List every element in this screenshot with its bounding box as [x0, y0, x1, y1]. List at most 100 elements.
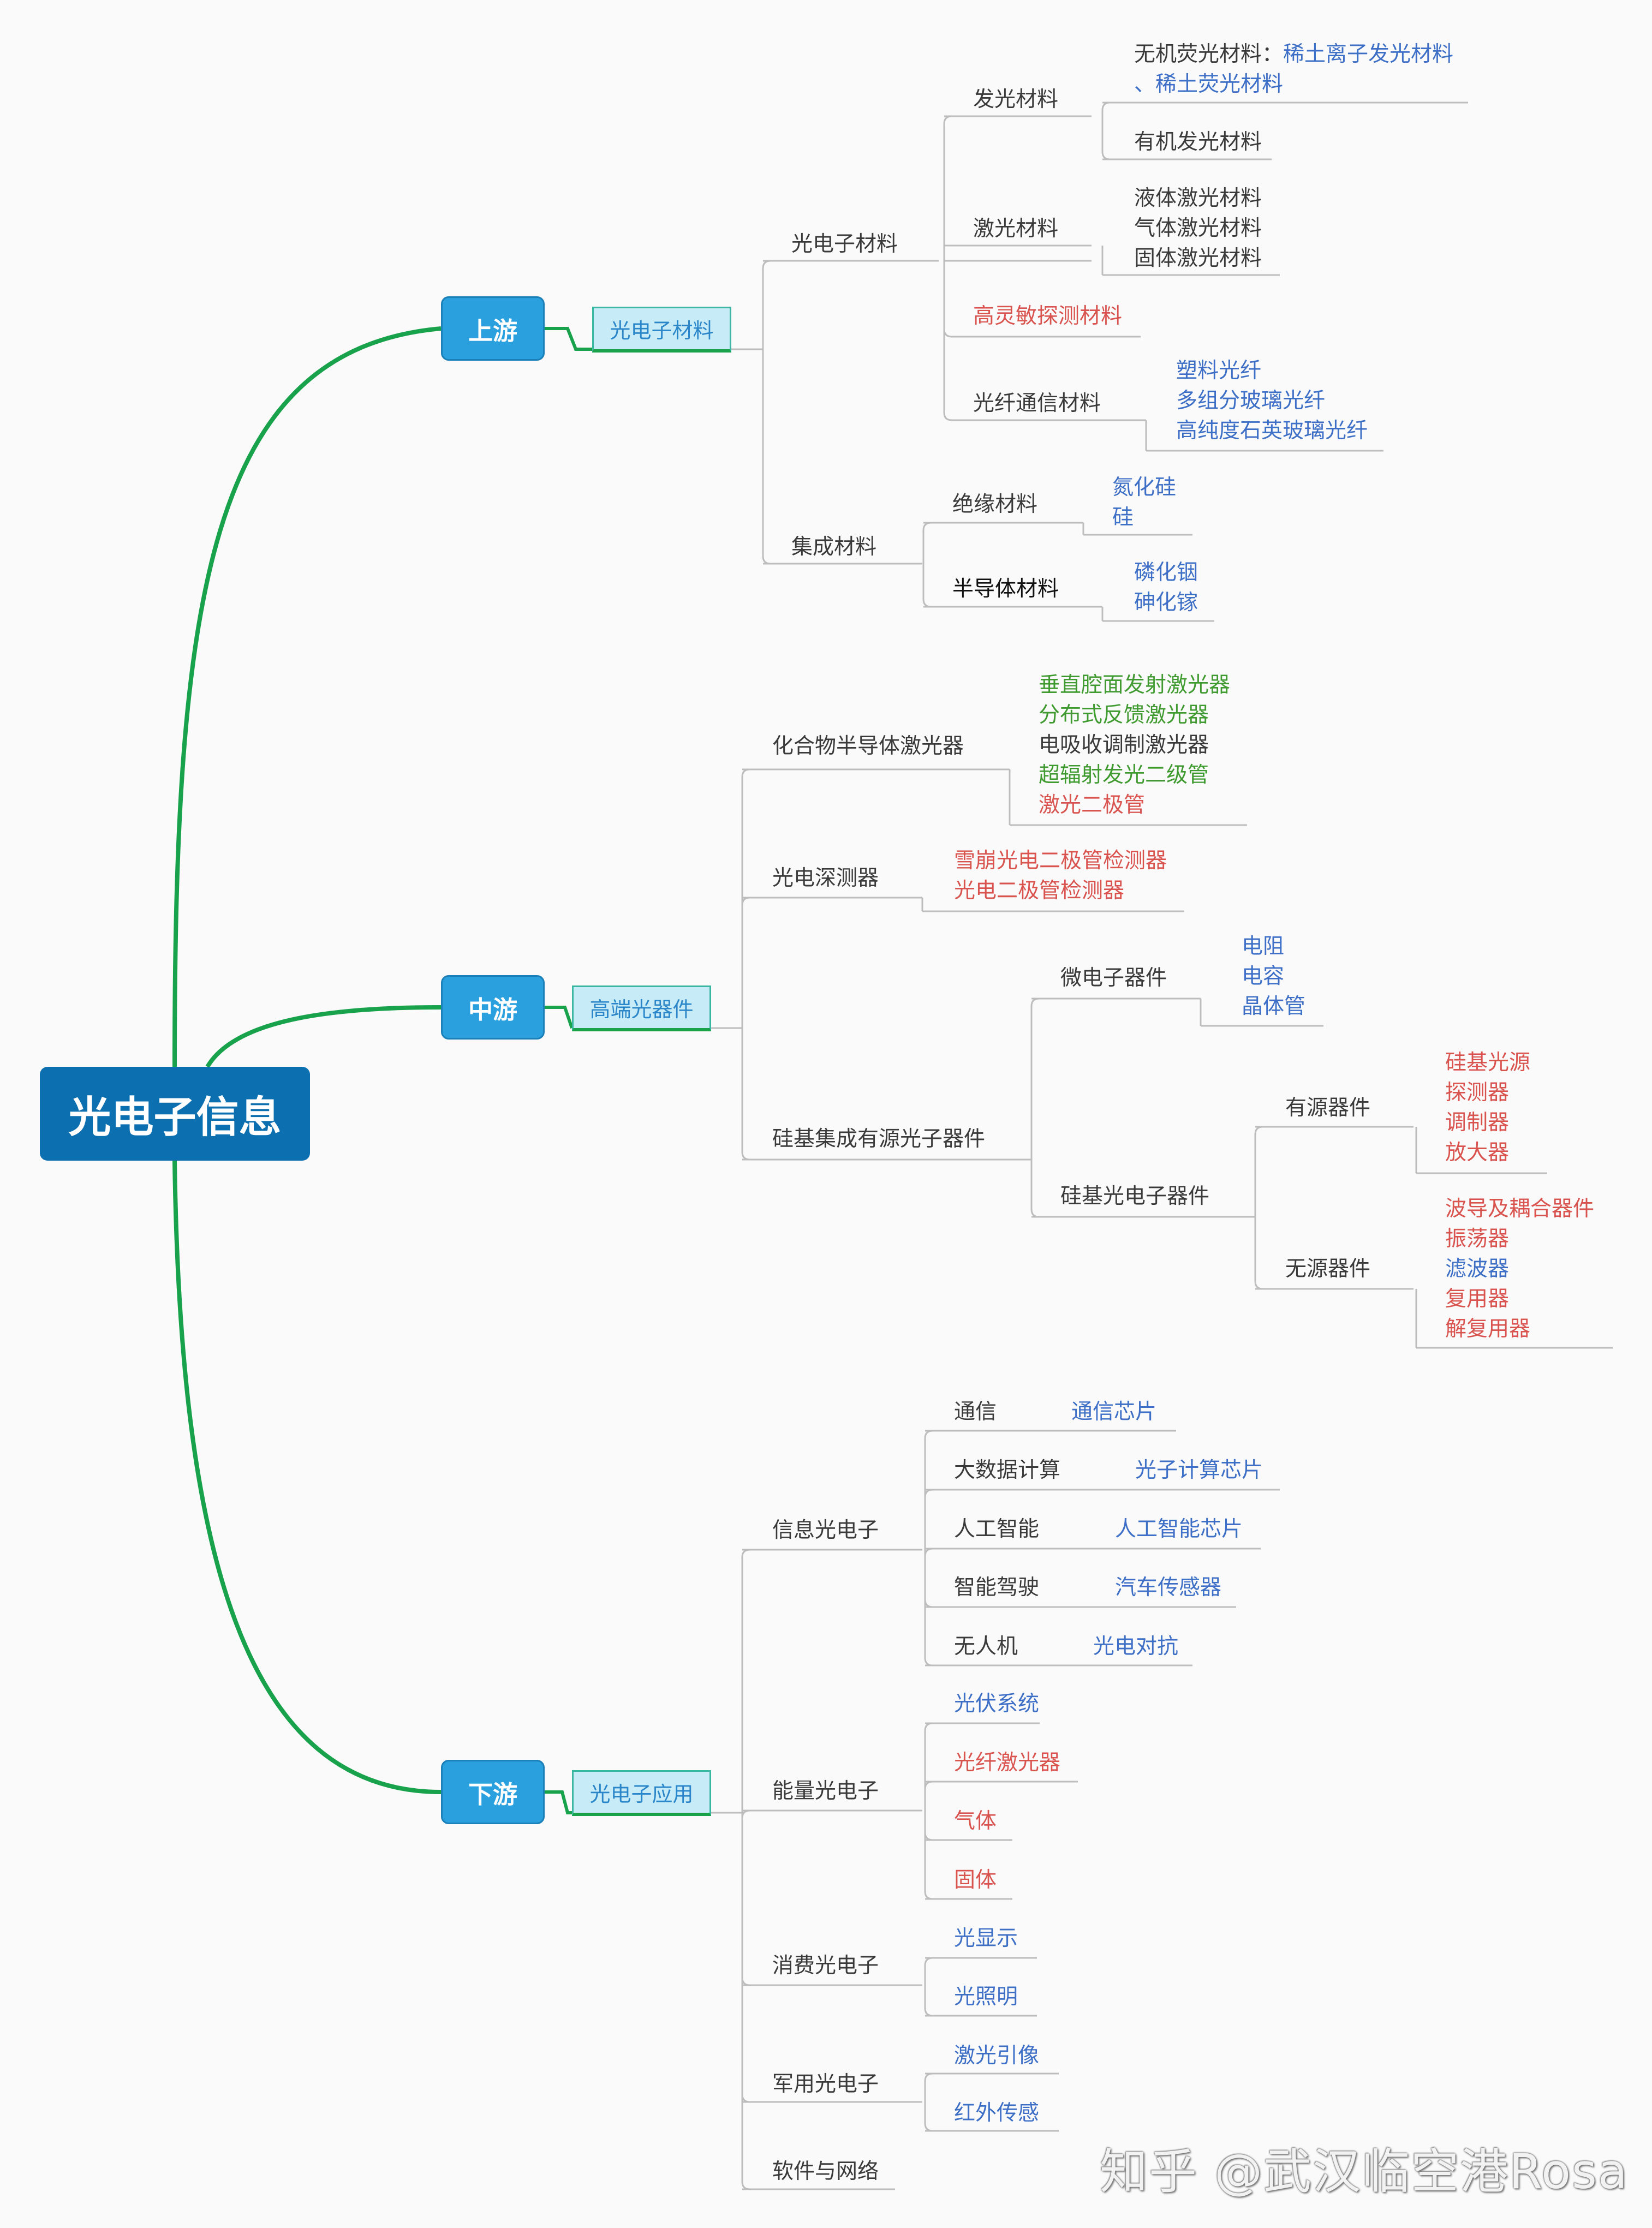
down-info-pair [924, 1548, 1061, 1557]
military-item[interactable]: 红外传感 [954, 2101, 1040, 2125]
inorganic-prefix: 无机荧光材料： [1134, 42, 1284, 67]
passive-device-item[interactable]: 滤波器 [1445, 1257, 1510, 1281]
node-semiconductor-materials[interactable]: 半导体材料 [952, 577, 1059, 601]
node-military-optoelectronics[interactable]: 军用光电子 [772, 2072, 879, 2096]
node-photodetector[interactable]: 光电深测器 [772, 866, 879, 891]
watermark: 知乎 @武汉临空港Rosa [1100, 2143, 1629, 2200]
semiconductor-item[interactable]: 磷化铟 [1134, 560, 1198, 585]
info-field[interactable]: 无人机 [954, 1634, 1018, 1659]
root-node[interactable]: 光电子信息 [40, 1067, 310, 1161]
passive-device-item[interactable]: 解复用器 [1445, 1317, 1531, 1341]
photodetector-item[interactable]: 光电二极管检测器 [954, 879, 1125, 903]
laser-material-item[interactable]: 固体激光材料 [1134, 246, 1262, 271]
branch-root-midstream [205, 1005, 442, 1068]
active-device-item[interactable]: 调制器 [1445, 1110, 1510, 1135]
link-midstream-category [545, 1006, 574, 1029]
semiconductor-item[interactable]: 砷化镓 [1134, 590, 1198, 615]
stage-midstream[interactable]: 中游 [441, 975, 545, 1040]
mid-photodet [741, 897, 922, 1028]
compound-laser-item[interactable]: 分布式反馈激光器 [1039, 703, 1209, 727]
compound-laser-item[interactable]: 超辐射发光二级管 [1039, 763, 1209, 787]
node-silicon-optoelectronic-devices[interactable]: 硅基光电子器件 [1060, 1184, 1210, 1209]
compound-laser-item[interactable]: 激光二极管 [1039, 793, 1146, 817]
micro-device-item[interactable]: 晶体管 [1242, 994, 1306, 1019]
node-organic-luminescent[interactable]: 有机发光材料 [1134, 130, 1262, 154]
info-field[interactable]: 大数据计算 [954, 1458, 1061, 1483]
info-field[interactable]: 智能驾驶 [954, 1575, 1040, 1600]
active-device-item[interactable]: 硅基光源 [1445, 1050, 1531, 1075]
info-product[interactable]: 汽车传感器 [1115, 1575, 1222, 1600]
info-field[interactable]: 人工智能 [954, 1517, 1040, 1542]
node-fiber-communication-materials[interactable]: 光纤通信材料 [973, 391, 1101, 416]
insulating-item[interactable]: 硅 [1112, 505, 1134, 530]
fiber-item[interactable]: 多组分玻璃光纤 [1176, 389, 1326, 413]
stage-downstream[interactable]: 下游 [441, 1760, 545, 1824]
node-passive-devices[interactable]: 无源器件 [1285, 1257, 1371, 1281]
category-midstream[interactable]: 高端光器件 [572, 985, 711, 1031]
passive-device-item[interactable]: 复用器 [1445, 1287, 1510, 1311]
info-field[interactable]: 通信 [954, 1400, 997, 1424]
node-luminescent-materials[interactable]: 发光材料 [973, 87, 1059, 112]
compound-laser-item[interactable]: 电吸收调制激光器 [1039, 733, 1209, 757]
micro-device-item[interactable]: 电容 [1242, 964, 1285, 989]
node-laser-materials[interactable]: 激光材料 [973, 217, 1059, 241]
laser-material-item[interactable]: 气体激光材料 [1134, 216, 1262, 241]
node-microelectronic-devices[interactable]: 微电子器件 [1060, 966, 1167, 990]
link-upstream-category [545, 327, 592, 351]
passive-device-item[interactable]: 振荡器 [1445, 1227, 1510, 1251]
node-energy-optoelectronics[interactable]: 能量光电子 [772, 1779, 879, 1803]
node-active-devices[interactable]: 有源器件 [1285, 1096, 1371, 1120]
inorganic-items-line1: 稀土离子发光材料 [1283, 42, 1454, 67]
info-product[interactable]: 通信芯片 [1071, 1400, 1157, 1424]
branch-root-upstream [172, 326, 442, 1067]
node-inorganic-fluorescent[interactable]: 无机荧光材料：稀土离子发光材料 [1134, 39, 1453, 70]
up-inorg [1101, 101, 1468, 116]
down-consumer-item [924, 1957, 971, 1985]
energy-item[interactable]: 固体 [954, 1868, 997, 1892]
insulating-item[interactable]: 氮化硅 [1112, 475, 1177, 500]
up-fiber [943, 261, 1146, 421]
down-software [741, 1813, 895, 2190]
consumer-item[interactable]: 光照明 [954, 1985, 1018, 2009]
energy-item[interactable]: 光伏系统 [954, 1692, 1040, 1716]
branch-root-downstream [172, 1160, 442, 1794]
info-product[interactable]: 人工智能芯片 [1115, 1517, 1243, 1542]
consumer-item[interactable]: 光显示 [954, 1926, 1018, 1951]
down-energy [741, 1809, 922, 1819]
fiber-item[interactable]: 塑料光纤 [1176, 359, 1262, 383]
military-item[interactable]: 激光引像 [954, 2044, 1040, 2068]
info-product[interactable]: 光子计算芯片 [1135, 1458, 1263, 1483]
node-information-optoelectronics[interactable]: 信息光电子 [772, 1518, 879, 1543]
inorganic-items-line2: 、稀土荧光材料 [1134, 72, 1284, 97]
node-high-sensitivity-detector[interactable]: 高灵敏探测材料 [973, 304, 1123, 328]
passive-device-item[interactable]: 波导及耦合器件 [1445, 1197, 1595, 1221]
node-software-network[interactable]: 软件与网络 [772, 2159, 879, 2184]
photodetector-item[interactable]: 雪崩光电二极管检测器 [954, 849, 1167, 873]
category-downstream[interactable]: 光电子应用 [572, 1770, 711, 1816]
active-device-item[interactable]: 探测器 [1445, 1080, 1510, 1105]
down-info [741, 1549, 922, 1813]
stage-upstream[interactable]: 上游 [441, 296, 545, 361]
laser-material-item[interactable]: 液体激光材料 [1134, 186, 1262, 211]
active-device-item[interactable]: 放大器 [1445, 1140, 1510, 1165]
node-integrated-materials[interactable]: 集成材料 [791, 535, 877, 559]
node-insulating-materials[interactable]: 绝缘材料 [952, 492, 1038, 517]
node-consumer-optoelectronics[interactable]: 消费光电子 [772, 1954, 879, 1978]
micro-device-item[interactable]: 电阻 [1242, 934, 1285, 959]
up-l1a [762, 260, 939, 349]
compound-laser-item[interactable]: 垂直腔面发射激光器 [1039, 673, 1231, 697]
node-optoelectronic-materials[interactable]: 光电子材料 [791, 232, 898, 256]
mid-active [1254, 1126, 1414, 1217]
energy-item[interactable]: 气体 [954, 1809, 997, 1833]
up-ins [922, 522, 1083, 564]
node-compound-semiconductor-laser[interactable]: 化合物半导体激光器 [772, 734, 964, 758]
category-upstream[interactable]: 光电子材料 [592, 307, 731, 353]
energy-item[interactable]: 光纤激光器 [954, 1751, 1061, 1775]
mid-micro [1030, 997, 1201, 1160]
info-product[interactable]: 光电对抗 [1093, 1634, 1179, 1659]
link-downstream-category [545, 1790, 572, 1814]
fiber-item[interactable]: 高纯度石英玻璃光纤 [1176, 419, 1368, 443]
node-silicon-active-photonic[interactable]: 硅基集成有源光子器件 [772, 1127, 986, 1151]
